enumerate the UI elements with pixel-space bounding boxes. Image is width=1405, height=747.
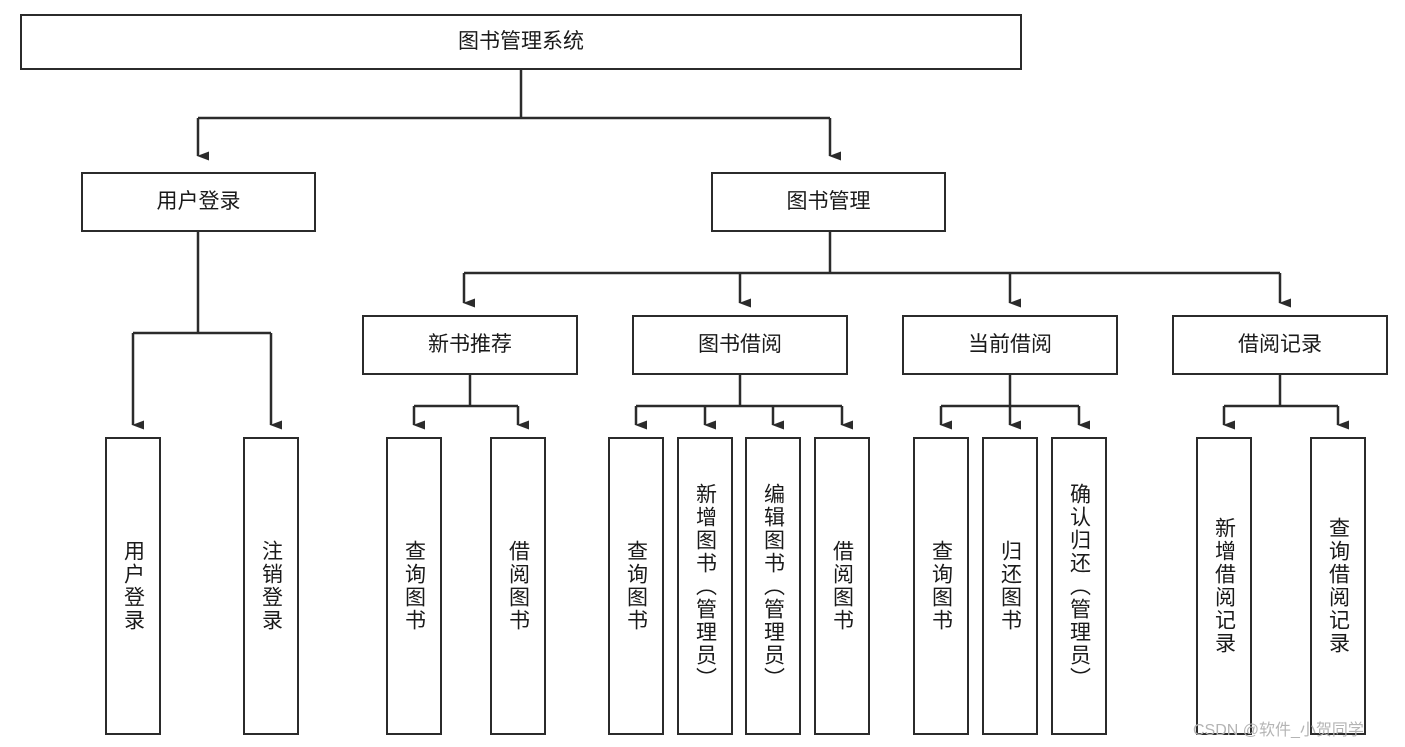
node-label: 新增图书（管理员） [693, 482, 717, 690]
node-book-management[interactable]: 图书管理 [711, 172, 946, 232]
node-leaf-confirm-return-admin[interactable]: 确认归还（管理员） [1051, 437, 1107, 735]
node-leaf-add-borrow-record[interactable]: 新增借阅记录 [1196, 437, 1252, 735]
node-label: 借阅图书 [830, 540, 854, 632]
node-label: 图书借阅 [698, 333, 782, 357]
node-leaf-return-book[interactable]: 归还图书 [982, 437, 1038, 735]
node-leaf-query-book-recommend[interactable]: 查询图书 [386, 437, 442, 735]
node-leaf-add-book-admin[interactable]: 新增图书（管理员） [677, 437, 733, 735]
node-label: 编辑图书（管理员） [761, 482, 785, 690]
node-label: 归还图书 [998, 540, 1022, 632]
node-leaf-query-book-borrow[interactable]: 查询图书 [608, 437, 664, 735]
node-label: 当前借阅 [968, 333, 1052, 357]
node-current-borrow[interactable]: 当前借阅 [902, 315, 1118, 375]
node-label: 图书管理系统 [458, 30, 584, 54]
node-user-login[interactable]: 用户登录 [81, 172, 316, 232]
node-leaf-query-borrow-record[interactable]: 查询借阅记录 [1310, 437, 1366, 735]
node-leaf-query-book-current[interactable]: 查询图书 [913, 437, 969, 735]
node-leaf-borrow-book-recommend[interactable]: 借阅图书 [490, 437, 546, 735]
node-label: 查询图书 [624, 540, 648, 632]
node-label: 查询借阅记录 [1326, 517, 1350, 655]
node-label: 用户登录 [156, 190, 241, 214]
node-borrow-record[interactable]: 借阅记录 [1172, 315, 1388, 375]
node-new-book-recommend[interactable]: 新书推荐 [362, 315, 578, 375]
node-label: 图书管理 [786, 190, 871, 214]
node-label: 借阅图书 [506, 540, 530, 632]
node-label: 用户登录 [121, 540, 145, 632]
node-label: 确认归还（管理员） [1067, 482, 1091, 690]
node-leaf-edit-book-admin[interactable]: 编辑图书（管理员） [745, 437, 801, 735]
node-root-book-management-system[interactable]: 图书管理系统 [20, 14, 1022, 70]
node-leaf-borrow-book[interactable]: 借阅图书 [814, 437, 870, 735]
node-label: 新书推荐 [428, 333, 512, 357]
node-label: 借阅记录 [1238, 333, 1322, 357]
node-leaf-user-login[interactable]: 用户登录 [105, 437, 161, 735]
node-label: 查询图书 [929, 540, 953, 632]
node-book-borrow[interactable]: 图书借阅 [632, 315, 848, 375]
node-label: 查询图书 [402, 540, 426, 632]
node-label: 注销登录 [259, 540, 283, 632]
node-label: 新增借阅记录 [1212, 517, 1236, 655]
node-leaf-logout[interactable]: 注销登录 [243, 437, 299, 735]
